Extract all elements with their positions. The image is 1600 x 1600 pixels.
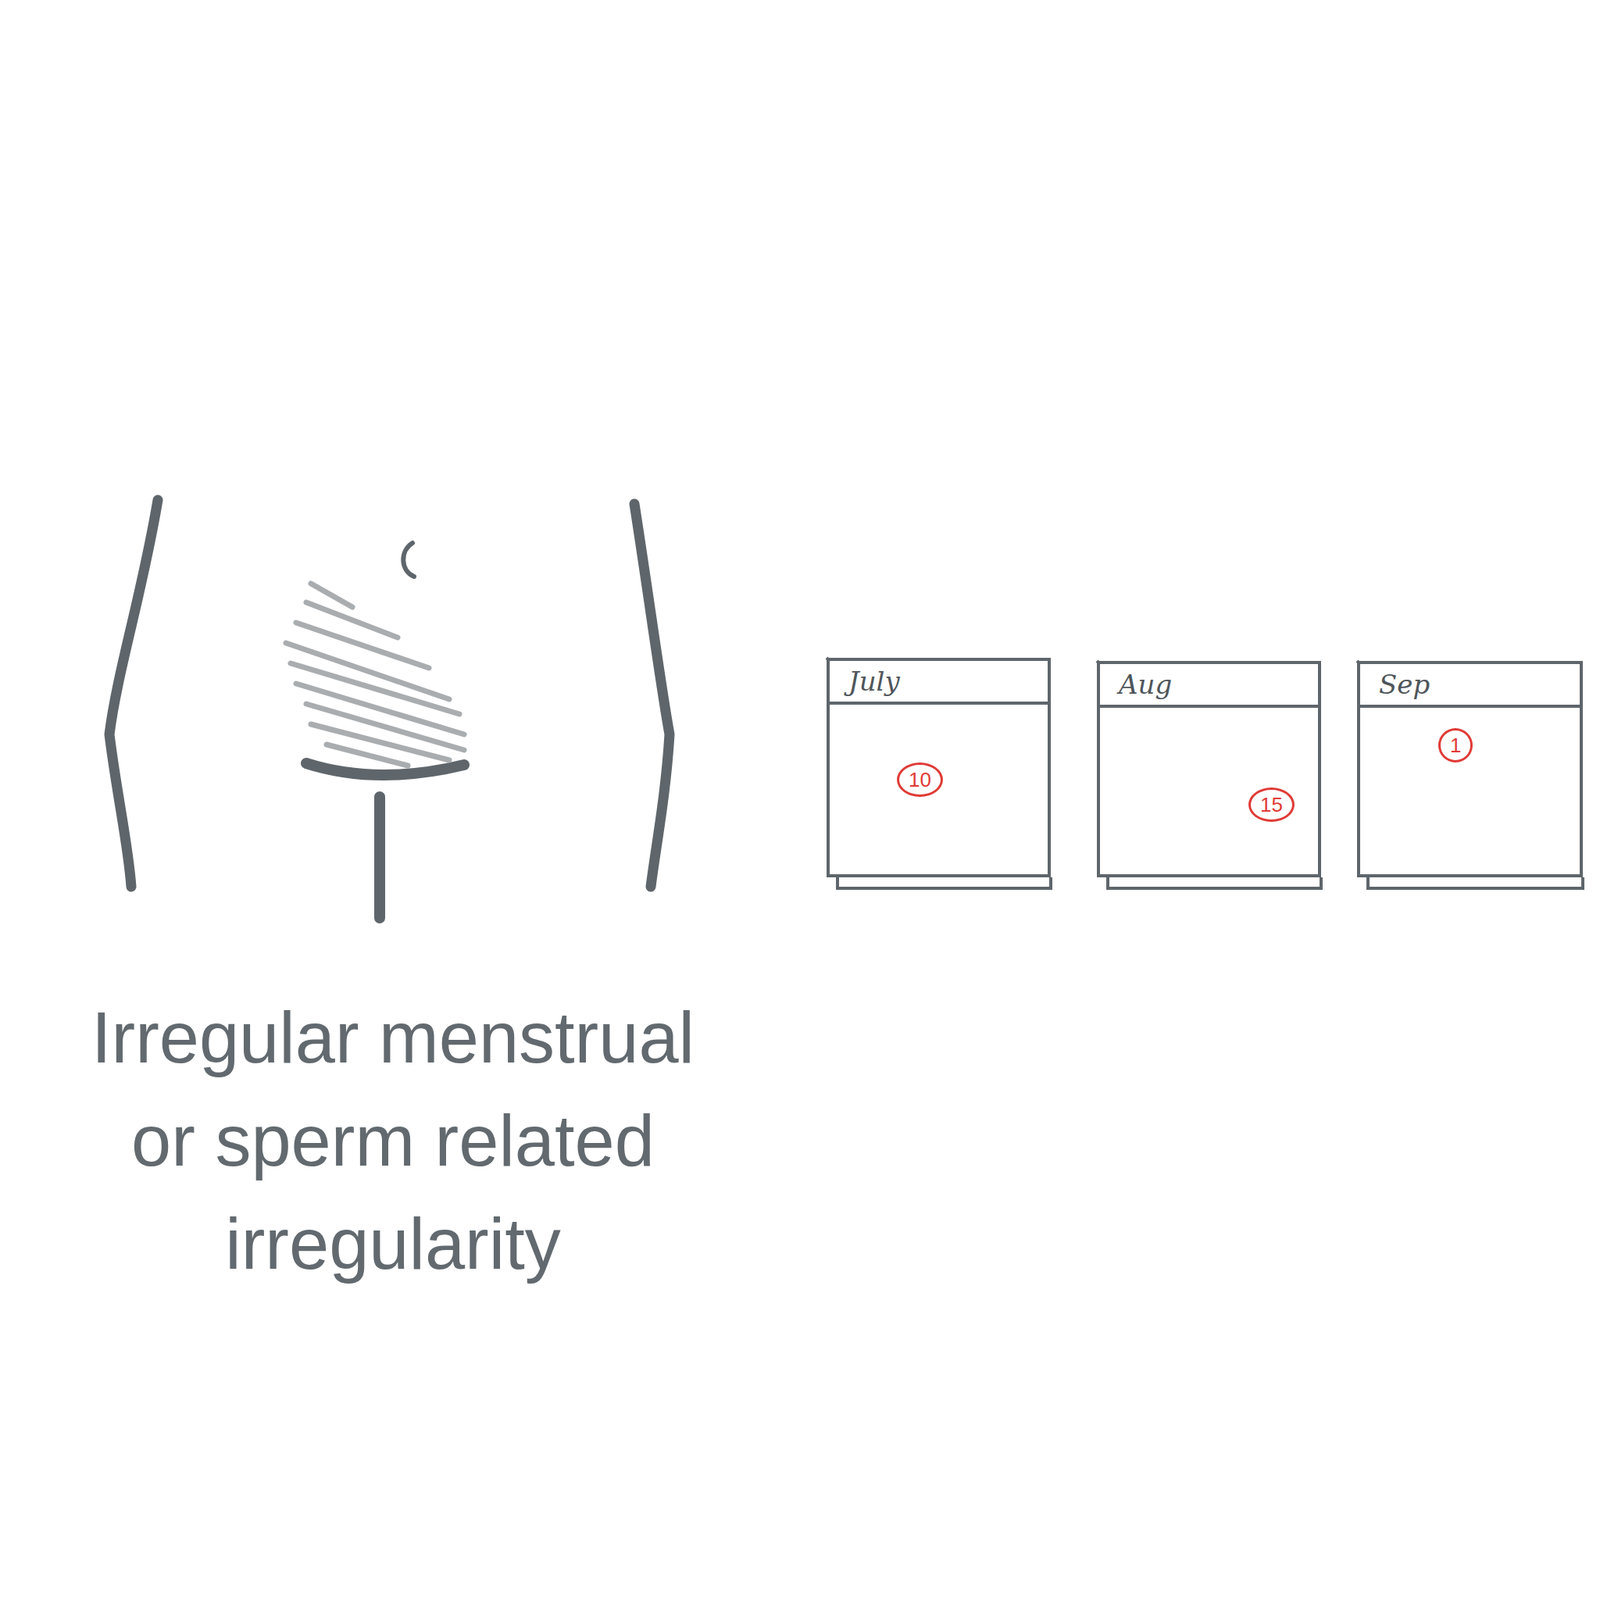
month-name: Aug [1118,668,1172,700]
calendar-depth [826,657,1583,889]
calendar-header: Aug [1100,664,1318,708]
right-hip-outline [634,503,670,887]
calendar-page: Aug 15 [1096,660,1322,878]
groin-line [306,763,465,775]
circled-date: 1 [1438,728,1473,763]
calendar-header: Sep [1360,664,1580,708]
pain-hatching [285,583,465,766]
left-hip-outline [109,500,158,887]
leg-divide [374,796,386,918]
calendar-header: July [829,660,1048,705]
calendar-page: July 10 [826,657,1051,878]
circled-date: 15 [1248,787,1295,822]
month-name: July [848,665,900,697]
caption: Irregular menstrual or sperm related irr… [57,985,729,1296]
navel [403,542,415,577]
month-name: Sep [1378,668,1430,700]
circled-date: 10 [896,762,943,797]
calendar-page: Sep1 [1357,660,1583,878]
